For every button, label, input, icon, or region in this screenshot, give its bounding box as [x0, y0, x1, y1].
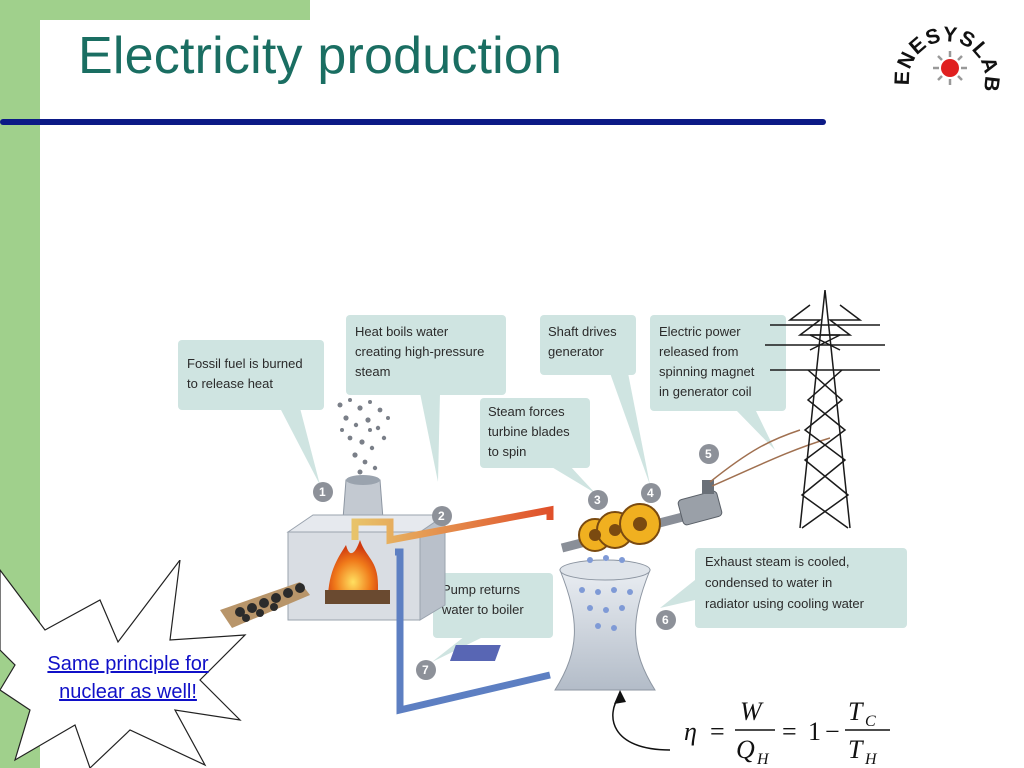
badge-2: 2: [432, 506, 452, 526]
smoke-particles: [337, 398, 390, 475]
svg-text:3: 3: [594, 493, 601, 507]
cooling-tower: [449, 555, 656, 691]
starburst-line-2[interactable]: nuclear as well!: [59, 681, 197, 703]
generator: [677, 429, 831, 526]
power-plant-diagram: Fossil fuel is burned to release heat He…: [178, 290, 907, 751]
svg-text:1: 1: [319, 485, 326, 499]
callout-1: Fossil fuel is burned to release heat: [178, 340, 324, 485]
callout-5-line-1: Electric power: [659, 324, 741, 339]
callout-1-line-2: to release heat: [187, 376, 273, 391]
efficiency-formula: η = W Q H = 1 − T C T H: [684, 697, 890, 768]
svg-text:6: 6: [662, 613, 669, 627]
callout-6-line-3: radiator using cooling water: [705, 596, 865, 611]
callout-3-line-1: Steam forces: [488, 404, 565, 419]
callout-5-line-4: in generator coil: [659, 384, 752, 399]
logo-sun-icon: [933, 51, 967, 85]
badge-5: 5: [699, 444, 719, 464]
formula-one: 1: [808, 717, 821, 746]
formula-eta: η: [684, 717, 697, 746]
coal-conveyor: [220, 582, 310, 628]
starburst-line-1[interactable]: Same principle for: [47, 653, 209, 675]
formula-minus: −: [825, 717, 840, 746]
slide-title: Electricity production: [78, 27, 563, 85]
return-pipe: [395, 548, 551, 715]
callout-5-line-2: released from: [659, 344, 738, 359]
badge-7: 7: [416, 660, 436, 680]
formula-heat: Q: [736, 735, 755, 764]
callout-3-line-2: turbine blades: [488, 424, 570, 439]
badge-4: 4: [641, 483, 661, 503]
formula-arrowhead: [614, 690, 626, 704]
formula-tc: T: [848, 697, 864, 726]
svg-text:7: 7: [422, 663, 429, 677]
callout-2: Heat boils water creating high-pressure …: [346, 315, 506, 482]
svg-text:ENESYSLAB: ENESYSLAB: [892, 23, 1002, 94]
starburst-text[interactable]: Same principle for nuclear as well!: [22, 650, 234, 706]
callout-2-line-2: creating high-pressure: [355, 344, 484, 359]
steam-pipe: [351, 505, 554, 545]
callout-5: Electric power released from spinning ma…: [650, 315, 786, 450]
title-underline: [0, 119, 826, 125]
callout-3-line-3: to spin: [488, 444, 526, 459]
formula-arrow: [612, 694, 671, 751]
starburst-shape: [0, 560, 247, 768]
enesyslab-logo: ENESYSLAB: [892, 23, 1002, 94]
svg-text:2: 2: [438, 509, 445, 523]
callout-6-line-2: condensed to water in: [705, 575, 832, 590]
callout-3: Steam forces turbine blades to spin: [480, 398, 595, 493]
callout-2-line-3: steam: [355, 364, 390, 379]
formula-tc-sub: C: [865, 713, 876, 730]
callout-7: Pump returns water to boiler: [432, 573, 553, 662]
callout-5-line-3: spinning magnet: [659, 364, 755, 379]
boiler: [286, 475, 447, 621]
title-area-corner: [40, 20, 310, 130]
callout-4: Shaft drives generator: [540, 315, 650, 485]
callout-2-line-1: Heat boils water: [355, 324, 449, 339]
callout-1-line-1: Fossil fuel is burned: [187, 356, 303, 371]
top-accent-tab: [0, 0, 310, 20]
callout-6-line-1: Exhaust steam is cooled,: [705, 554, 850, 569]
formula-th: T: [848, 735, 864, 764]
callout-7-line-1: Pump returns: [442, 582, 521, 597]
callout-4-line-1: Shaft drives: [548, 324, 617, 339]
formula-th-sub: H: [864, 751, 878, 768]
svg-text:5: 5: [705, 447, 712, 461]
callout-6: Exhaust steam is cooled, condensed to wa…: [660, 548, 907, 628]
badge-3: 3: [588, 490, 608, 510]
badge-1: 1: [313, 482, 333, 502]
formula-work: W: [740, 697, 764, 726]
formula-heat-sub: H: [756, 751, 770, 768]
callout-7-line-2: water to boiler: [441, 602, 524, 617]
logo-text: ENESYSLAB: [892, 23, 1002, 94]
svg-text:4: 4: [647, 486, 654, 500]
badge-6: 6: [656, 610, 676, 630]
formula-equals-2: =: [782, 717, 797, 746]
transmission-tower: [765, 290, 885, 529]
callout-4-line-2: generator: [548, 344, 604, 359]
step-badges: 1 2 3 4 5 6 7: [313, 444, 719, 680]
formula-equals-1: =: [710, 717, 725, 746]
